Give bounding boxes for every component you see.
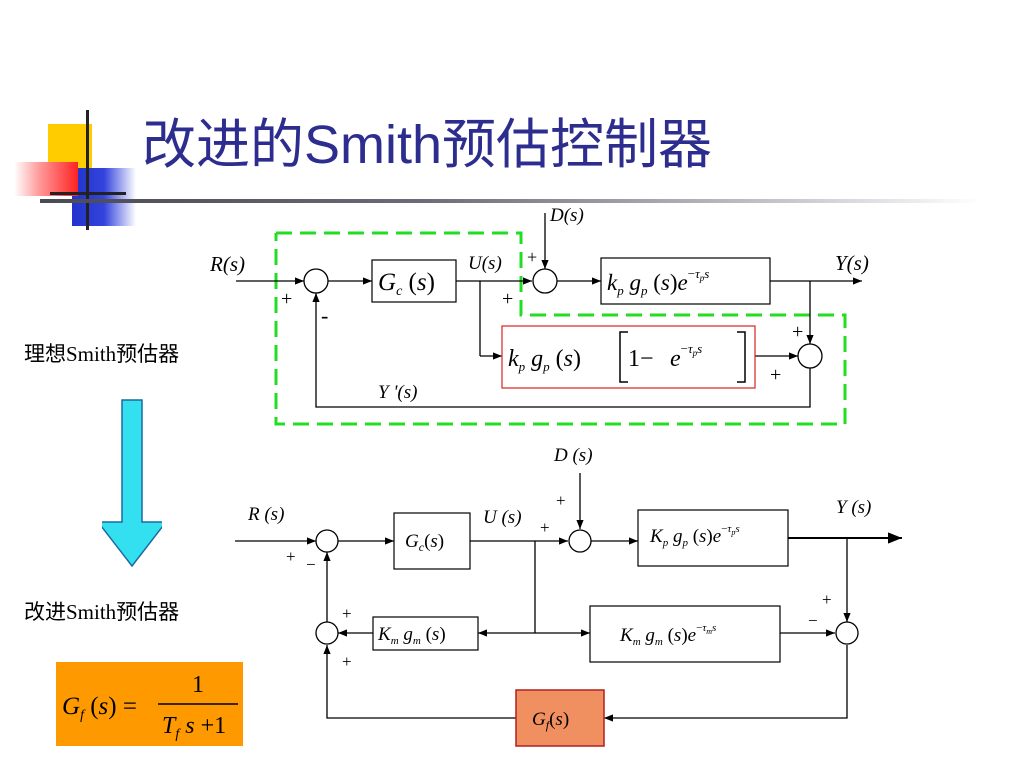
bottom-sign-plus-5: + [342, 604, 352, 623]
top-controller-expr: Gc (s) [378, 269, 435, 299]
top-sign-plus-4: + [792, 321, 803, 343]
bottom-sign-minus-1: − [306, 555, 316, 574]
top-disturbance-label: D(s) [549, 205, 584, 226]
svg-text:1−: 1− [628, 346, 654, 372]
top-diagram: R(s) D(s) U(s) Y(s) Y '(s) + - + + + + G… [209, 205, 869, 426]
bottom-sum-3 [315, 621, 339, 645]
bottom-sign-plus-1: + [286, 547, 296, 566]
bottom-sign-plus-6: + [342, 652, 352, 671]
bottom-model-delayfree-block [372, 616, 479, 651]
bottom-disturbance-label: D (s) [553, 445, 593, 466]
gf-formula: Gf (s) = 1 Tf s +1 [62, 672, 238, 742]
bottom-model-delayed-block [589, 605, 781, 663]
top-sign-minus: - [321, 303, 328, 328]
bottom-sum-2 [568, 529, 592, 553]
top-sum-3 [797, 343, 823, 369]
bottom-sum-4 [835, 621, 859, 645]
top-sign-plus-2: + [527, 247, 537, 267]
title-deco-red-square [14, 162, 78, 196]
top-process-block [600, 257, 771, 305]
bottom-sign-plus-4: + [822, 590, 832, 609]
title-underline [40, 199, 980, 203]
top-output-label: Y(s) [835, 251, 869, 275]
top-dashed-region [274, 231, 847, 426]
bottom-filter-block [515, 689, 605, 747]
top-feedback-label: Y '(s) [378, 382, 417, 403]
bottom-controller-expr: Gc(s) [405, 531, 444, 554]
bottom-diagram: R (s) D (s) U (s) Y (s) + − + + + − + + … [235, 445, 902, 747]
bottom-sign-minus-2: − [808, 611, 818, 630]
label-ideal-smith: 理想Smith预估器 [24, 342, 180, 366]
top-sum-2 [532, 268, 558, 294]
top-sum-1 [303, 268, 329, 294]
top-input-label: R(s) [209, 252, 245, 276]
bottom-model-delayfree-expr: Km gm (s) [377, 624, 446, 647]
bottom-sign-plus-3: + [540, 518, 550, 537]
top-controller-block [371, 259, 457, 303]
bottom-process-block [637, 509, 789, 567]
bottom-sign-plus-2: + [556, 491, 566, 510]
bottom-input-label: R (s) [247, 504, 284, 525]
label-improved-smith: 改进Smith预估器 [24, 600, 180, 624]
top-control-label: U(s) [468, 253, 502, 274]
top-sign-plus-1: + [281, 288, 292, 310]
svg-text:Tf s +1: Tf s +1 [162, 713, 226, 742]
bottom-output-label: Y (s) [836, 497, 871, 518]
bottom-controller-block [393, 512, 471, 570]
bottom-control-label: U (s) [483, 507, 522, 528]
title-deco-vertical-line [86, 110, 89, 230]
top-sign-plus-3: + [502, 288, 513, 310]
bottom-sum-1 [315, 529, 339, 553]
title-deco-horizontal-line [50, 192, 126, 195]
bottom-filter-expr: Gf(s) [532, 709, 569, 732]
top-predictor-block [501, 325, 756, 389]
top-sign-plus-5: + [770, 364, 781, 386]
svg-text:1: 1 [192, 672, 204, 698]
slide-title: 改进的Smith预估控制器 [142, 115, 713, 175]
title-deco-blue-square [72, 168, 136, 226]
down-arrow-icon [102, 399, 162, 568]
svg-text:Gf (s) =: Gf (s) = [62, 693, 137, 723]
